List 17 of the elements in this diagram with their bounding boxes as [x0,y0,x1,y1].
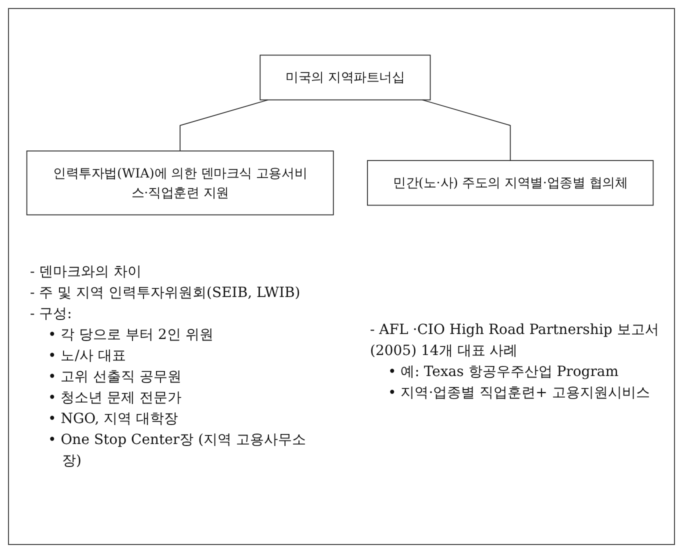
list-item: - AFL ·CIO High Road Partnership 보고서(2005) 14개 대표 사례 [370,321,660,361]
list-item: • One Stop Center장 (지역 고용사무소장) [47,431,307,471]
node-box: 민간(노·사) 주도의 지역별·업종별 협의체 [367,160,654,206]
list-item: • NGO, 지역 대학장 [47,410,180,429]
list-item: • 노/사 대표 [47,347,127,366]
connector [180,99,269,152]
list-item: • 지역·업종별 직업훈련+ 고용지원시비스 [387,384,651,403]
list-item: - 구성: [30,305,73,324]
list-item: • 고위 선출직 공무원 [47,368,183,387]
list-item: • 예: Texas 항공우주산업 Program [387,363,620,382]
list-item: • 각 당으로 부터 2인 위원 [47,326,214,345]
list-item: • 청소년 문제 전문가 [47,389,183,408]
connector [422,99,511,161]
node-box: 미국의 지역파트너십 [260,54,431,100]
list-item: - 덴마크와의 차이 [30,263,143,282]
node-box: 인력투자법(WIA)에 의한 덴마크식 고용서비스·직업훈련 지원 [26,150,334,216]
list-item: - 주 및 지역 인력투자위원회(SEIB, LWIB) [30,284,302,303]
